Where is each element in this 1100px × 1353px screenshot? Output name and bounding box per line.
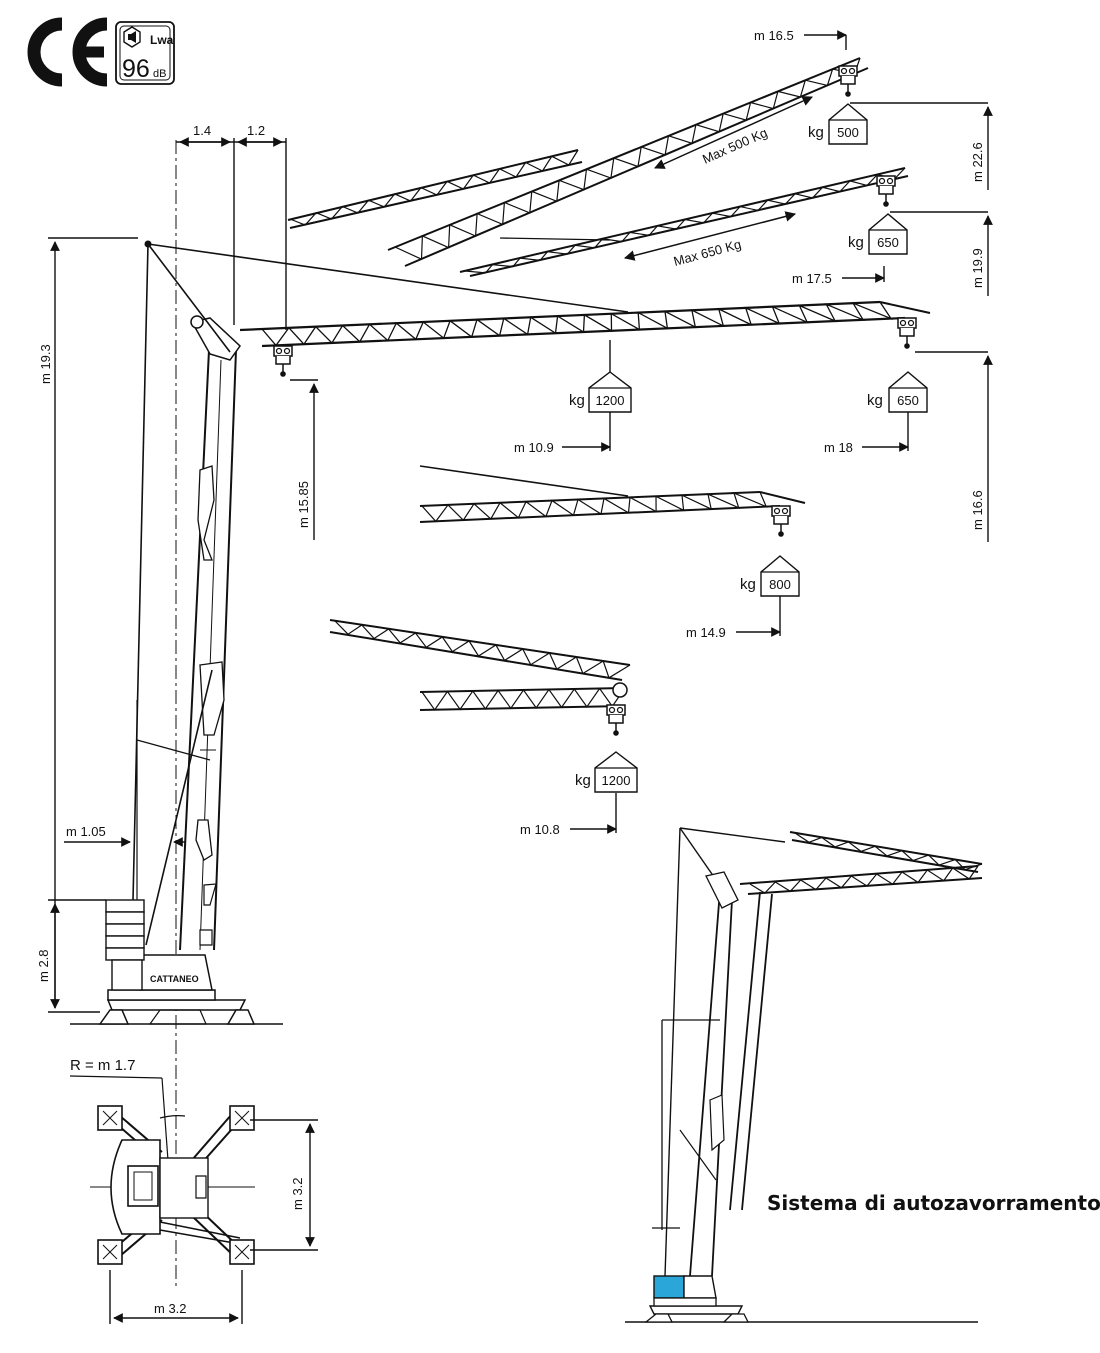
radius-16-5: m 16.5 (754, 28, 794, 43)
load-value: 1200 (596, 393, 625, 408)
radius-10-8: m 10.8 (520, 822, 560, 837)
main-crane: CATTANEO (70, 140, 931, 1290)
load-box: 1200 kg (569, 371, 632, 413)
base-radius-label: R = m 1.7 (70, 1057, 135, 1074)
load-boxes: 500 kg 650 kg 1200 kg 650 kg 800 kg 1200 kg (569, 103, 928, 793)
hook-mid (771, 505, 791, 538)
noise-badge: Lwa 96 dB (115, 21, 175, 85)
height-19-9: m 19.9 (970, 248, 985, 288)
base-height-label: m 2.8 (36, 949, 51, 982)
radius-10-9: m 10.9 (514, 440, 554, 455)
noise-unit: dB (153, 68, 166, 80)
radius-1-05: m 1.05 (66, 824, 106, 839)
hook-upper-1 (838, 65, 858, 98)
load-unit: kg (808, 124, 824, 141)
load-box: 800 kg (740, 555, 800, 597)
speaker-icon (123, 26, 141, 48)
upper-boom-angled: Max 500 Kg Max 650 Kg (287, 57, 909, 277)
boom-mid (419, 465, 806, 523)
ballast-block-blue (653, 1275, 685, 1299)
load-unit: kg (575, 772, 591, 789)
mast (179, 349, 237, 951)
self-ballast-title: Sistema di autozavorramento (767, 1191, 1100, 1215)
load-value: 1200 (602, 773, 631, 788)
load-unit: kg (740, 576, 756, 593)
load-unit: kg (867, 392, 883, 409)
height-16-6: m 16.6 (970, 490, 985, 530)
radius-17-5: m 17.5 (792, 271, 832, 286)
load-value: 800 (769, 577, 791, 592)
hook-main-inner (273, 345, 293, 378)
main-boom (239, 300, 931, 348)
tower-height-label: m 19.3 (38, 344, 53, 384)
radius-14-9: m 14.9 (686, 625, 726, 640)
hook-main-outer (897, 317, 917, 350)
dim-1-4: 1.4 (193, 123, 211, 138)
lwa-label: Lwa (150, 33, 174, 47)
hook-folded (606, 704, 626, 737)
brand-logo: CATTANEO (150, 974, 199, 984)
load-box: 650 kg (848, 213, 908, 255)
load-value: 500 (837, 125, 859, 140)
load-value: 650 (877, 235, 899, 250)
hook-upper-2 (876, 175, 896, 208)
load-unit: kg (848, 234, 864, 251)
base-width-label: m 3.2 (154, 1301, 187, 1316)
load-box: 1200 kg (575, 751, 638, 793)
boom-folded (329, 619, 631, 711)
noise-value: 96 (122, 55, 150, 83)
radius-18: m 18 (824, 440, 853, 455)
load-box: 500 kg (808, 103, 868, 145)
ce-mark (27, 17, 108, 87)
self-ballast-crane (625, 827, 983, 1323)
dimension-lines (48, 30, 993, 1013)
base-depth-label: m 3.2 (290, 1177, 305, 1210)
max-load-650: Max 650 Kg (672, 236, 743, 268)
height-22-6: m 22.6 (970, 142, 985, 182)
dim-1-2: 1.2 (247, 123, 265, 138)
load-value: 650 (897, 393, 919, 408)
load-unit: kg (569, 392, 585, 409)
base-plan-view (69, 1075, 255, 1265)
ballast-stack (105, 899, 145, 991)
hook-height-label: m 15.85 (296, 481, 311, 528)
load-box: 650 kg (867, 371, 928, 413)
base-plan-dims (109, 1119, 318, 1324)
